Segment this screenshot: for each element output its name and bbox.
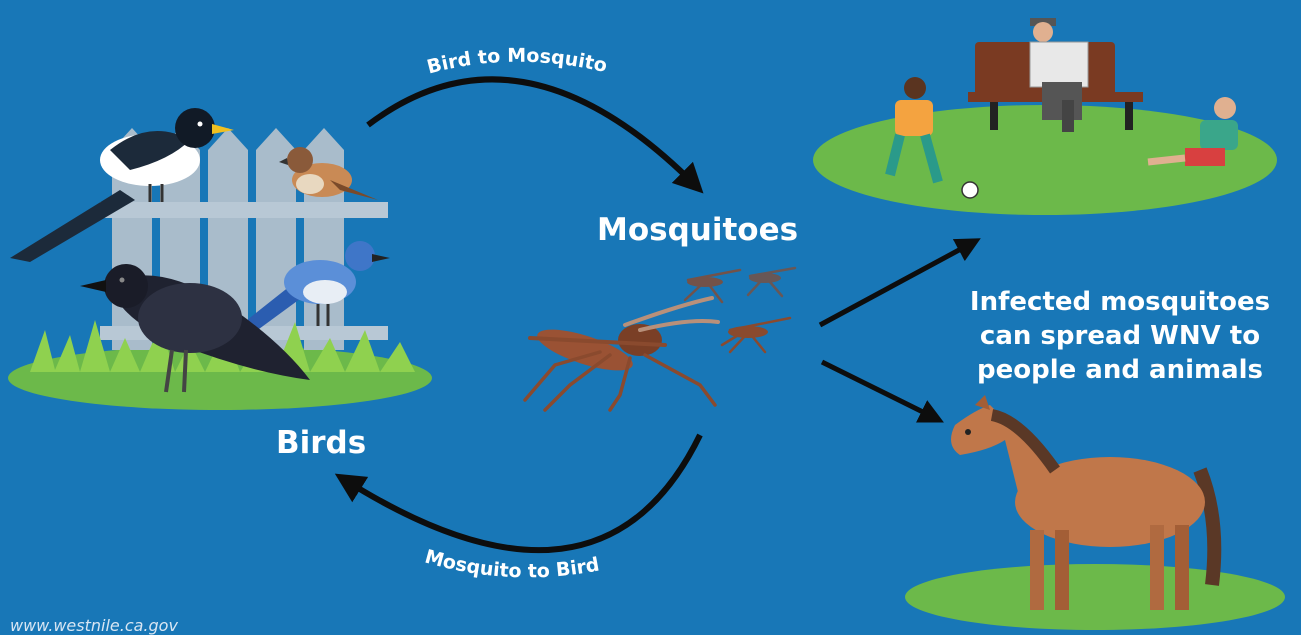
small-mosquito-1: [722, 318, 790, 352]
birds-scene: [8, 108, 432, 410]
people-scene: [813, 18, 1277, 215]
arrow-to-horse: [822, 362, 935, 418]
birds-label: Birds: [276, 425, 366, 461]
horse-scene: [905, 395, 1285, 630]
caption-line-3: people and animals: [950, 353, 1290, 387]
large-mosquito: [525, 298, 718, 410]
mosquito-swarm: [525, 268, 795, 410]
horse-grass-patch: [905, 564, 1285, 630]
source-url: www.westnile.ca.gov: [10, 616, 178, 635]
caption-line-1: Infected mosquitoes: [950, 285, 1290, 319]
arrow-mosquito-to-bird: [345, 435, 700, 550]
bird-to-mosquito-label: Bird to Mosquito: [425, 45, 609, 79]
infected-mosquitoes-caption: Infected mosquitoes can spread WNV to pe…: [950, 285, 1290, 387]
small-mosquito-3: [748, 268, 795, 296]
arrow-bird-to-mosquito: [368, 79, 695, 185]
caption-line-2: can spread WNV to: [950, 319, 1290, 353]
soccer-ball: [962, 182, 978, 198]
mosquitoes-label: Mosquitoes: [597, 212, 798, 248]
